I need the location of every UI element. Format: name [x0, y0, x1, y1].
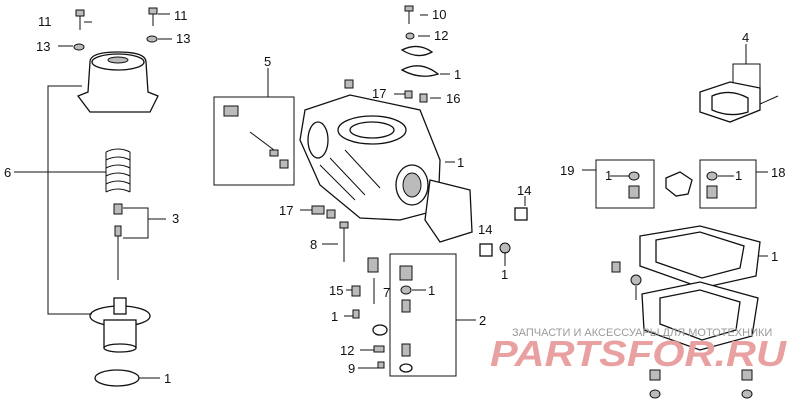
callout-7: 1 [164, 371, 171, 386]
callout-23: 1 [428, 283, 435, 298]
callout-12: 17 [372, 86, 386, 101]
callout-15: 17 [279, 203, 293, 218]
callout-19: 8 [310, 237, 317, 252]
callout-18: 1 [501, 267, 508, 282]
callout-28: 19 [560, 163, 574, 178]
watermark-caption: ЗАПЧАСТИ И АКСЕССУАРЫ ДЛЯ МОТОТЕХНИКИ [512, 327, 772, 339]
watermark-brand: PARTSFOR.RU [490, 333, 787, 374]
callout-labels: 11 13 11 13 6 3 1 5 10 12 1 17 16 1 17 1… [4, 7, 785, 386]
callout-1: 11 [38, 14, 52, 29]
vacuum-piston [89, 297, 151, 353]
drain-screws [611, 261, 753, 399]
screw-11-left [75, 9, 85, 30]
washer-13-right [146, 35, 158, 43]
callout-30: 1 [735, 168, 742, 183]
assembly-5-box [213, 96, 295, 186]
callout-16: 14 [517, 183, 531, 198]
callout-8: 5 [264, 54, 271, 69]
callout-9: 10 [432, 7, 446, 22]
callout-5: 6 [4, 165, 11, 180]
callout-14: 1 [457, 155, 464, 170]
jets-18 [706, 171, 734, 199]
callout-25: 12 [340, 343, 354, 358]
assembly-19-box [595, 159, 655, 209]
callout-32: 1 [771, 249, 778, 264]
washer-13-left [73, 43, 85, 51]
assembly-18-box [699, 159, 757, 209]
callout-31: 18 [771, 165, 785, 180]
float-chamber-gasket [639, 225, 768, 289]
jets-19 [610, 171, 640, 199]
screw-top-body [344, 79, 354, 89]
callout-13: 16 [446, 91, 460, 106]
part-8-screw [322, 221, 349, 262]
callout-26: 9 [348, 361, 355, 376]
top-cover [76, 51, 159, 113]
callout-2: 13 [36, 39, 50, 54]
assembly-2-box [389, 253, 457, 377]
callout-4: 13 [176, 31, 190, 46]
callout-11: 1 [454, 67, 461, 82]
callout-20: 15 [329, 283, 343, 298]
small-parts-17-16 [394, 90, 441, 103]
screw-11-right [148, 7, 158, 26]
o-ring-bottom [94, 369, 140, 387]
parts-7-15-1-12-9 [344, 257, 388, 369]
callout-6: 3 [172, 211, 179, 226]
float-4 [699, 44, 779, 123]
callout-3: 11 [174, 8, 188, 23]
gasket-1-body [424, 179, 473, 243]
top-parts-10-12-1 [400, 5, 450, 77]
callout-22: 1 [331, 309, 338, 324]
assembly-6-bracket [47, 85, 92, 315]
callout-29: 1 [605, 168, 612, 183]
callout-24: 2 [479, 313, 486, 328]
float-pin-clip [665, 171, 693, 197]
pilot-screw-set [223, 105, 289, 169]
carburetor-body [299, 94, 441, 221]
callout-21: 7 [383, 285, 390, 300]
jet-needle-parts [113, 203, 123, 280]
callout-27: 4 [742, 30, 749, 45]
parts-17-14 [300, 196, 528, 266]
callout-10: 12 [434, 28, 448, 43]
float-valve-set [399, 265, 426, 373]
spring [105, 148, 131, 193]
callout-17: 14 [478, 222, 492, 237]
float-chamber [641, 281, 759, 351]
